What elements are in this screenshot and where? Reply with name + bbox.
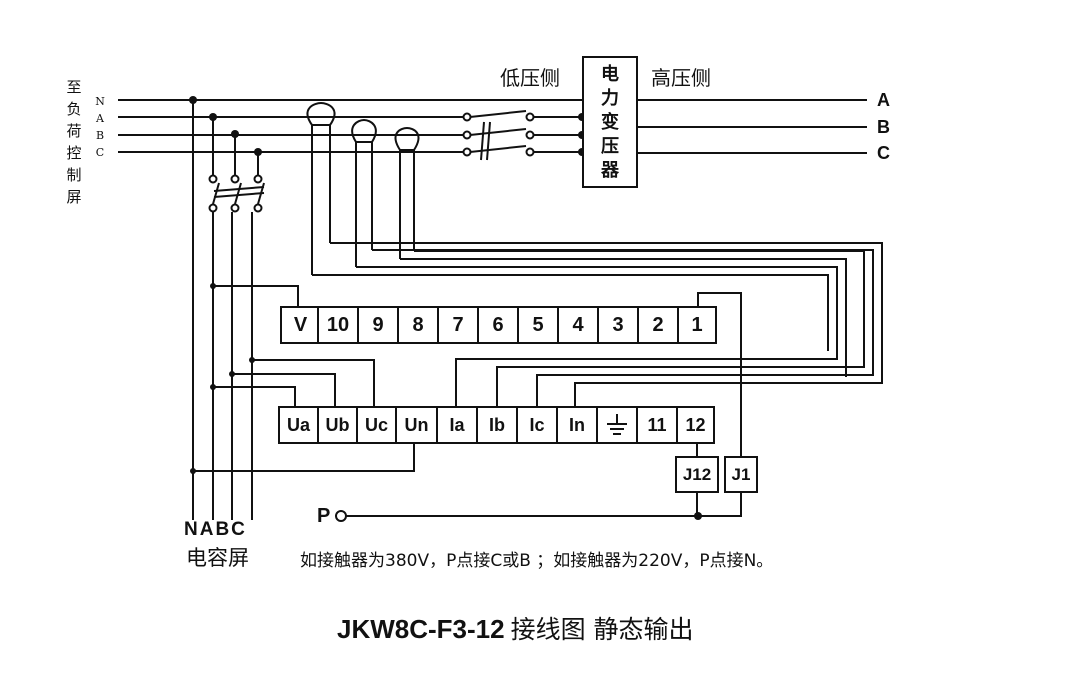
phase-label-right: B [877,117,890,137]
terminal-top: 7 [437,308,477,342]
terminal-top: 6 [477,308,517,342]
terminal-top: 8 [397,308,437,342]
relay-wiring [335,292,742,522]
terminal-top: 3 [597,308,637,342]
phase-label: C [95,146,105,159]
terminal-top: 10 [317,308,357,342]
caption-model: JKW8C-F3-12 [337,614,505,644]
terminal-bottom: 12 [676,408,713,442]
relay-j12: J12 [675,456,719,493]
voltage-wiring [193,285,415,472]
terminal-bottom: Ib [476,408,516,442]
capacitor-switch [192,100,265,520]
terminal-bottom: In [556,408,596,442]
top-terminal-strip: V 10 9 8 7 6 5 4 3 2 1 [280,306,717,344]
terminal-bottom: Ua [286,414,310,435]
power-transformer: 电力变压器 [582,56,638,188]
wiring-note: 如接触器为380V，P点接C或B ；如接触器为220V，P点接N。 [300,551,774,571]
phase-label: N [95,95,105,108]
terminal-top: 4 [557,308,597,342]
terminal-top: 2 [637,308,677,342]
ground-terminal [596,408,636,442]
phase-label: A [96,112,104,125]
phase-label-right: C [877,143,890,163]
current-transformers [306,101,420,275]
capacitor-phase-labels: NABC [184,519,247,540]
phase-label: B [95,129,105,142]
phase-label-right: A [877,90,890,110]
bus-lines [118,99,867,154]
ct-wiring [312,242,883,408]
load-control-label: 至负荷控制屏 [66,78,82,206]
ground-icon [607,414,627,435]
low-side-switch [462,110,535,161]
terminal-bottom: 11 [636,408,676,442]
capacitor-screen-label: 电容屏 [186,546,249,570]
relay-j1: J1 [724,456,758,493]
terminal-bottom: Ub [317,408,356,442]
terminal-top: V [293,313,308,336]
terminal-bottom: Ia [436,408,476,442]
caption-text: 接线图 静态输出 [510,615,694,644]
terminal-bottom: Uc [356,408,395,442]
low-side-label: 低压侧 [500,66,560,90]
high-side-label: 高压侧 [651,66,711,90]
terminal-bottom: Un [395,408,436,442]
terminal-top: 9 [357,308,397,342]
transformer-label: 电力变压器 [601,64,619,180]
p-point-label: P [317,505,331,527]
terminal-top: 1 [677,308,715,342]
terminal-bottom: Ic [516,408,556,442]
bottom-terminal-strip: Ua Ub Uc Un Ia Ib Ic In 11 12 [278,406,715,444]
terminal-top: 5 [517,308,557,342]
